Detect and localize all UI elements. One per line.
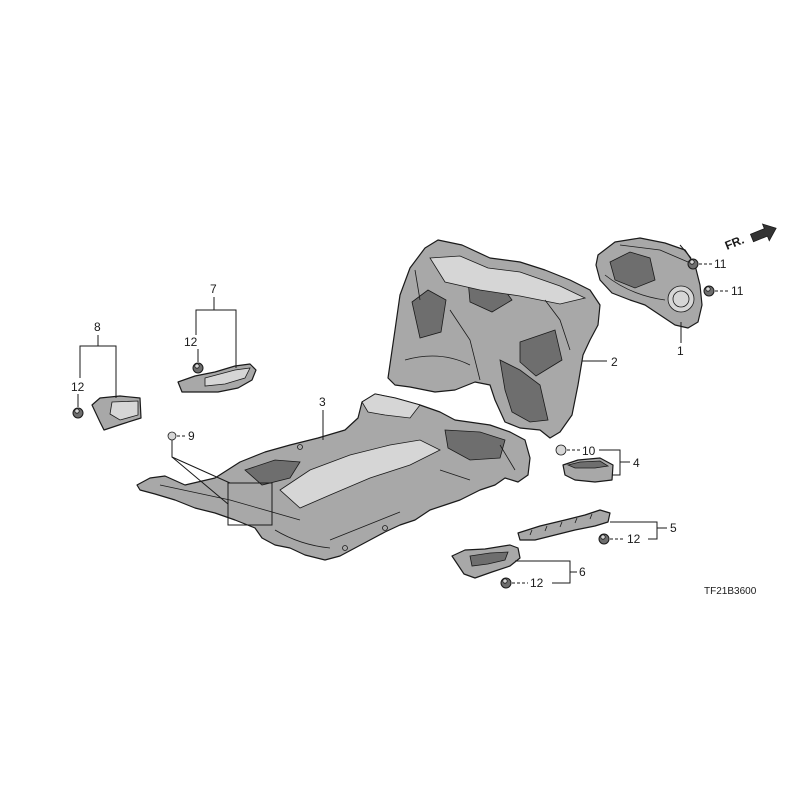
leader-7-bracket bbox=[195, 309, 237, 368]
front-direction-label: FR. bbox=[723, 233, 746, 253]
part-3-floor-carpet bbox=[136, 393, 531, 561]
clip-12-at-8-top bbox=[74, 408, 80, 414]
clip-9 bbox=[167, 431, 177, 444]
callout-5: 5 bbox=[670, 521, 677, 535]
front-direction-indicator: FR. bbox=[723, 223, 777, 253]
leader-5-bracket bbox=[610, 521, 658, 540]
clip-12-at-6-top bbox=[502, 578, 508, 584]
callout-12-at-6: 12 bbox=[530, 576, 544, 590]
part-7-trim bbox=[177, 363, 257, 393]
part-1-contour-lines bbox=[604, 244, 689, 301]
part-6-trim bbox=[451, 544, 521, 579]
part-7-face bbox=[204, 367, 251, 387]
part-2-panel-face bbox=[429, 255, 587, 305]
part-3-hole-2 bbox=[382, 525, 388, 531]
callout-1: 1 bbox=[677, 344, 684, 358]
callout-2: 2 bbox=[611, 355, 618, 369]
clip-12-at-5 bbox=[598, 533, 610, 545]
clip-12-at-5-top bbox=[600, 534, 606, 540]
part-3-front-flap bbox=[361, 393, 421, 419]
clip-10-icon bbox=[555, 444, 567, 456]
clip-10 bbox=[555, 444, 567, 456]
part-8-trim bbox=[91, 395, 142, 431]
callout-8: 8 bbox=[94, 320, 101, 334]
callout-7: 7 bbox=[210, 282, 217, 296]
part-3-hole-3 bbox=[297, 444, 303, 450]
part-3-center-tunnel bbox=[279, 439, 441, 509]
leader-11-upper-to-part-1 bbox=[679, 244, 692, 259]
callout-3: 3 bbox=[319, 395, 326, 409]
part-3-contour-lines bbox=[159, 444, 516, 549]
part-2-dashboard-insulator bbox=[387, 239, 601, 439]
callout-11-lower: 11 bbox=[731, 284, 744, 298]
clip-12-at-7-top bbox=[194, 363, 200, 369]
bolt-11-upper-top bbox=[689, 259, 695, 265]
part-2-tunnel-section bbox=[499, 359, 549, 423]
clip-9-icon bbox=[167, 431, 177, 441]
callout-12-at-8: 12 bbox=[71, 380, 85, 394]
part-4-pad bbox=[562, 457, 614, 483]
leader-lines bbox=[77, 244, 729, 584]
part-2-recess-right bbox=[519, 329, 563, 377]
callout-12-at-5: 12 bbox=[627, 532, 641, 546]
clip-12-at-8 bbox=[72, 407, 84, 419]
part-1-opening-inner bbox=[672, 290, 690, 308]
clip-12-at-7 bbox=[192, 362, 204, 374]
callout-9: 9 bbox=[188, 429, 195, 443]
part-4-top bbox=[566, 460, 610, 469]
part-2-contour-lines bbox=[404, 269, 571, 381]
part-1-opening bbox=[667, 285, 695, 313]
callout-11-upper: 11 bbox=[714, 257, 727, 271]
part-1-side-insulator bbox=[595, 237, 703, 329]
callout-6: 6 bbox=[579, 565, 586, 579]
callout-4: 4 bbox=[633, 456, 640, 470]
bolt-11-upper bbox=[687, 258, 699, 270]
bolt-11-lower bbox=[703, 285, 715, 297]
clip-12-at-6 bbox=[500, 577, 512, 589]
front-direction-arrow-icon bbox=[749, 223, 777, 243]
part-2-recess-left bbox=[411, 289, 447, 339]
part-8-face bbox=[109, 400, 139, 421]
leader-8-bracket bbox=[79, 345, 117, 398]
callout-labels: 11 11 1 2 3 7 12 8 12 9 10 4 5 12 6 12 bbox=[71, 257, 744, 590]
part-5-outline bbox=[517, 509, 611, 541]
callout-10: 10 bbox=[582, 444, 596, 458]
part-5-strip bbox=[517, 509, 611, 541]
bolt-11-lower-top bbox=[705, 286, 711, 292]
part-1-recess bbox=[609, 251, 656, 289]
part-6-recess bbox=[469, 551, 509, 567]
diagram-reference-code: TF21B3600 bbox=[704, 586, 757, 597]
part-5-ribs bbox=[529, 513, 593, 536]
leader-9-box-link bbox=[171, 456, 229, 505]
part-3-right-footwell bbox=[444, 429, 506, 461]
callout-12-at-7: 12 bbox=[184, 335, 198, 349]
part-3-hole-1 bbox=[342, 545, 348, 551]
